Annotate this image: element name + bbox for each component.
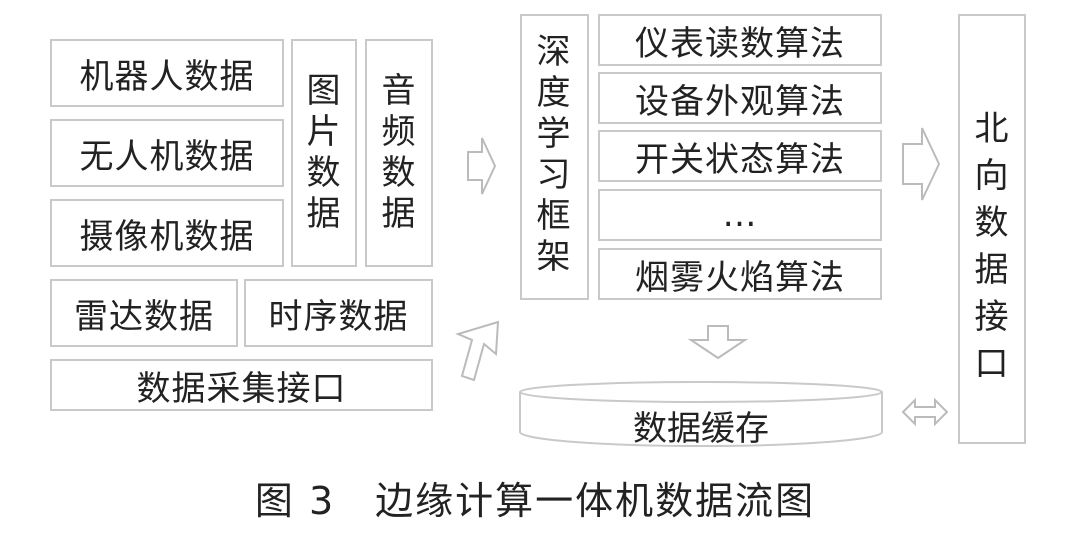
down-arrow-icon bbox=[687, 325, 749, 360]
algorithm-equipment-appearance: 设备外观算法 bbox=[598, 72, 882, 124]
north-char: 据 bbox=[974, 250, 1010, 290]
right-arrow-icon bbox=[467, 137, 497, 195]
image-char: 数 bbox=[306, 153, 342, 193]
algorithm-smoke-fire: 烟雾火焰算法 bbox=[598, 248, 882, 300]
framework-char: 深 bbox=[536, 32, 572, 72]
diagonal-arrow-icon bbox=[455, 320, 500, 382]
deep-learning-framework: 深 度 学 习 框 架 bbox=[520, 14, 589, 300]
framework-char: 框 bbox=[536, 196, 572, 236]
north-char: 接 bbox=[974, 297, 1010, 337]
algorithm-ellipsis: … bbox=[598, 189, 882, 241]
double-arrow-icon bbox=[901, 397, 949, 427]
north-data-interface: 北 向 数 据 接 口 bbox=[958, 14, 1026, 444]
right-arrow-icon bbox=[902, 127, 941, 201]
algorithm-switch-state: 开关状态算法 bbox=[598, 130, 882, 182]
framework-char: 习 bbox=[536, 155, 572, 195]
source-camera-data: 摄像机数据 bbox=[50, 199, 284, 267]
source-timeseries-data: 时序数据 bbox=[244, 279, 433, 347]
source-drone-data: 无人机数据 bbox=[50, 119, 284, 187]
framework-char: 度 bbox=[536, 73, 572, 113]
image-char: 片 bbox=[306, 112, 342, 152]
source-robot-data: 机器人数据 bbox=[50, 39, 284, 107]
audio-char: 数 bbox=[381, 153, 417, 193]
north-char: 口 bbox=[974, 344, 1010, 384]
figure-caption: 图 3 边缘计算一体机数据流图 bbox=[254, 479, 816, 523]
source-radar-data: 雷达数据 bbox=[50, 279, 238, 347]
audio-char: 音 bbox=[381, 71, 417, 111]
north-char: 数 bbox=[974, 203, 1010, 243]
north-char: 北 bbox=[974, 109, 1010, 149]
source-image-data: 图 片 数 据 bbox=[291, 39, 357, 267]
audio-char: 据 bbox=[381, 194, 417, 234]
data-cache-label: 数据缓存 bbox=[633, 408, 769, 449]
north-char: 向 bbox=[974, 156, 1010, 196]
image-char: 据 bbox=[306, 194, 342, 234]
audio-char: 频 bbox=[381, 112, 417, 152]
source-audio-data: 音 频 数 据 bbox=[365, 39, 433, 267]
data-collect-interface: 数据采集接口 bbox=[50, 359, 433, 411]
algorithm-meter-reading: 仪表读数算法 bbox=[598, 14, 882, 66]
framework-char: 学 bbox=[536, 114, 572, 154]
framework-char: 架 bbox=[536, 237, 572, 277]
image-char: 图 bbox=[306, 71, 342, 111]
